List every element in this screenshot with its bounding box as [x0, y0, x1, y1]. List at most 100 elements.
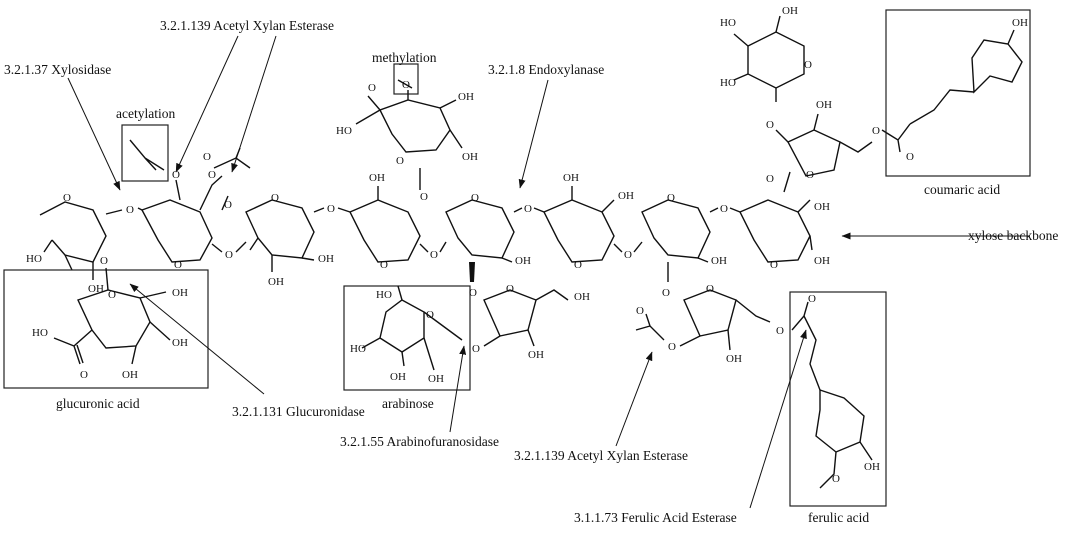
xylose-ring-4: O [349, 199, 421, 271]
xylose-ring-8: O [739, 199, 811, 271]
backbone-hydroxyls: HO OH OH OH OH OH OH OH OH OH OH [26, 172, 830, 295]
svg-text:OH: OH [816, 99, 832, 111]
label-glucuronidase: 3.2.1.131 Glucuronidase [232, 404, 365, 419]
svg-text:OH: OH [726, 353, 742, 365]
xylose-ring-3: O [245, 192, 315, 259]
svg-text:O: O [126, 204, 134, 216]
svg-text:OH: OH [814, 201, 830, 213]
label-xylose-backbone: xylose backbone [968, 228, 1058, 243]
svg-text:O: O [203, 151, 211, 163]
svg-text:OH: OH [618, 190, 634, 202]
arabinose-ring-boxed: HO HO OH OH O [350, 285, 463, 385]
xylose-ring-2: O [141, 199, 213, 271]
label-arabinofuranosidase: 3.2.1.55 Arabinofuranosidase [340, 434, 499, 449]
svg-text:O: O [806, 169, 814, 181]
svg-text:HO: HO [336, 125, 352, 137]
arabinopyranose-ring-top: O HO OH HO O [720, 5, 812, 131]
svg-text:OH: OH [268, 276, 284, 288]
xylose-ring-6: O [543, 199, 615, 271]
arabinose-box [343, 285, 471, 391]
svg-text:O: O [368, 82, 376, 94]
feruloyl-arabinose-ring: O O O O OH O [635, 262, 784, 365]
svg-text:OH: OH [563, 172, 579, 184]
svg-text:O: O [224, 199, 232, 211]
label-ferulic-acid: ferulic acid [808, 510, 869, 525]
methyl-glucuronic-ring: O O HO O OH OH O [336, 79, 478, 203]
acetylation-box [121, 124, 169, 182]
label-acetyl-xylan-esterase-top: 3.2.1.139 Acetyl Xylan Esterase [160, 18, 334, 33]
svg-text:O: O [420, 191, 428, 203]
svg-text:O: O [636, 305, 644, 317]
atom-o: O [174, 259, 182, 271]
atom-o: O [770, 259, 778, 271]
svg-text:O: O [720, 203, 728, 215]
svg-text:OH: OH [711, 255, 727, 267]
svg-text:HO: HO [350, 343, 366, 355]
svg-text:O: O [668, 341, 676, 353]
labels: 3.2.1.139 Acetyl Xylan Esterase 3.2.1.37… [4, 18, 1058, 525]
svg-text:HO: HO [720, 77, 736, 89]
svg-text:O: O [208, 169, 216, 181]
label-methylation: methylation [372, 50, 437, 65]
svg-text:O: O [524, 203, 532, 215]
svg-text:OH: OH [122, 369, 138, 381]
svg-text:O: O [766, 119, 774, 131]
xylose-ring-5: O [445, 192, 515, 259]
svg-text:OH: OH [390, 371, 406, 383]
svg-text:O: O [804, 59, 812, 71]
svg-text:O: O [906, 151, 914, 163]
svg-text:OH: OH [528, 349, 544, 361]
ferulic-acid-molecule: O OH O [791, 293, 880, 489]
coumaric-acid-box [885, 9, 1031, 177]
svg-text:O: O [832, 473, 840, 485]
svg-text:OH: OH [814, 255, 830, 267]
label-acetylation: acetylation [116, 106, 175, 121]
svg-text:OH: OH [318, 253, 334, 265]
svg-text:O: O [108, 289, 116, 301]
svg-text:O: O [327, 203, 335, 215]
svg-text:O: O [469, 287, 477, 299]
svg-text:O: O [624, 249, 632, 261]
svg-text:O: O [472, 343, 480, 355]
label-glucuronic-acid: glucuronic acid [56, 396, 140, 411]
svg-text:OH: OH [462, 151, 478, 163]
svg-text:O: O [402, 79, 410, 91]
svg-text:O: O [172, 169, 180, 181]
coumaric-acid-molecule: OH [909, 17, 1028, 125]
svg-text:HO: HO [26, 253, 42, 265]
methylation-box [393, 63, 419, 95]
svg-text:OH: OH [369, 172, 385, 184]
svg-text:O: O [426, 309, 434, 321]
svg-text:O: O [766, 173, 774, 185]
svg-text:OH: OH [428, 373, 444, 385]
label-acetyl-xylan-esterase-bottom: 3.2.1.139 Acetyl Xylan Esterase [514, 448, 688, 463]
svg-text:O: O [808, 293, 816, 305]
label-xylosidase: 3.2.1.37 Xylosidase [4, 62, 111, 77]
glucuronic-acid-ring: O OH OH OH O HO O [32, 255, 188, 381]
svg-text:OH: OH [782, 5, 798, 17]
enzyme-arrows [67, 35, 1030, 509]
label-ferulic-acid-esterase: 3.1.1.73 Ferulic Acid Esterase [574, 510, 737, 525]
atom-o: O [63, 192, 71, 204]
svg-text:OH: OH [515, 255, 531, 267]
svg-text:OH: OH [172, 337, 188, 349]
label-coumaric-acid: coumaric acid [924, 182, 1000, 197]
atom-o: O [471, 192, 479, 204]
svg-text:OH: OH [88, 283, 104, 295]
svg-text:OH: OH [864, 461, 880, 473]
svg-text:HO: HO [720, 17, 736, 29]
coumaroyl-arabinose-ring: O OH O O O [766, 99, 914, 193]
atom-o: O [667, 192, 675, 204]
acetyl-groups: O O O O [129, 139, 251, 211]
svg-text:O: O [100, 255, 108, 267]
svg-text:OH: OH [574, 291, 590, 303]
atom-o: O [380, 259, 388, 271]
atom-o: O [574, 259, 582, 271]
svg-text:HO: HO [376, 289, 392, 301]
svg-text:OH: OH [458, 91, 474, 103]
svg-text:HO: HO [32, 327, 48, 339]
label-endoxylanase: 3.2.1.8 Endoxylanase [488, 62, 604, 77]
xylose-ring-1: O [39, 192, 107, 263]
